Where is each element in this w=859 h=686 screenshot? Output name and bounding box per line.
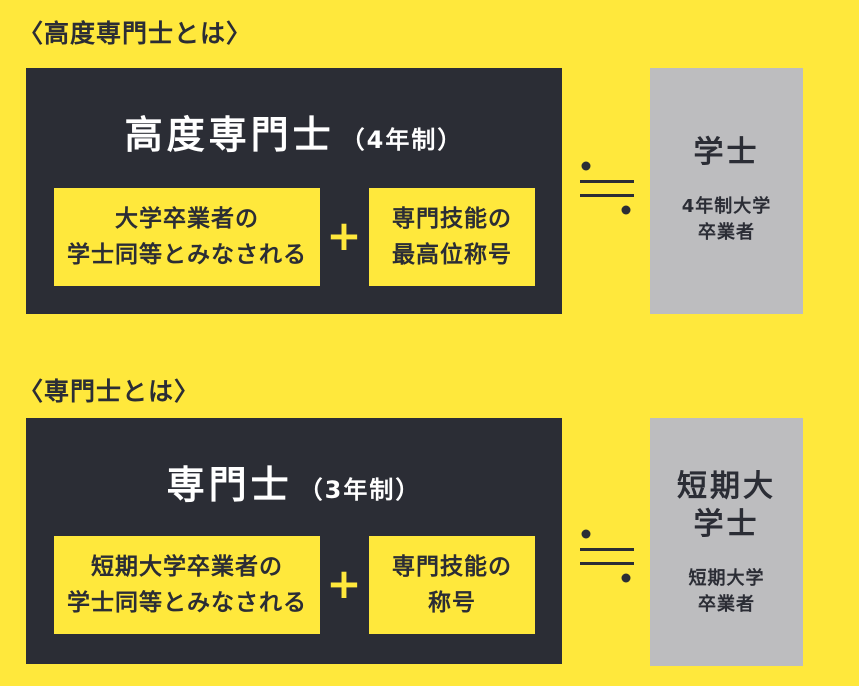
section1-box-left-line2: 学士同等とみなされる: [67, 242, 307, 268]
section1-title: 高度専門士（4年制）: [26, 104, 562, 159]
section1-box-left-line1: 大学卒業者の: [115, 206, 259, 232]
section2-box-right-line1: 専門技能の: [392, 554, 512, 580]
section1-degree-panel: 高度専門士（4年制） 大学卒業者の 学士同等とみなされる + 専門技能の 最高位…: [26, 68, 562, 314]
section2-title: 専門士（3年制）: [26, 454, 562, 509]
section1-box-right-line1: 専門技能の: [392, 206, 512, 232]
section2-equiv-sub-line2: 卒業者: [698, 594, 755, 615]
section1-heading: 〈高度専門士とは〉: [18, 19, 253, 48]
section1-equiv-sub-line2: 卒業者: [698, 222, 755, 243]
section1-equivalent-panel: 学士 4年制大学 卒業者: [650, 68, 803, 314]
section2-equivalent-panel: 短期大 学士 短期大学 卒業者: [650, 418, 803, 666]
section2-equiv-title-line1: 短期大: [677, 469, 776, 504]
section2-heading: 〈専門士とは〉: [18, 377, 201, 406]
section2-equiv-title-line2: 学士: [693, 507, 760, 542]
section1-box-right-line2: 最高位称号: [392, 242, 512, 268]
section2-plus-icon: +: [326, 559, 362, 608]
section2-box-right: 専門技能の 称号: [369, 536, 535, 634]
section1-plus-icon: +: [326, 211, 362, 260]
section2-degree-panel: 専門士（3年制） 短期大学卒業者の 学士同等とみなされる + 専門技能の 称号: [26, 418, 562, 664]
section2-title-sub: （3年制）: [298, 476, 422, 504]
section2-equiv-sub-line1: 短期大学: [688, 568, 765, 589]
section1-box-right: 専門技能の 最高位称号: [369, 188, 535, 286]
section1-title-main: 高度専門士: [124, 113, 335, 157]
section2-box-left: 短期大学卒業者の 学士同等とみなされる: [54, 536, 320, 634]
section1-equiv-sub-line1: 4年制大学: [681, 196, 772, 217]
section1-title-sub: （4年制）: [340, 126, 464, 154]
section1-equiv-title: 学士: [693, 135, 760, 170]
section2-box-left-line2: 学士同等とみなされる: [67, 590, 307, 616]
section2-approx-equal-icon: [580, 529, 634, 583]
section2-box-left-line1: 短期大学卒業者の: [91, 554, 283, 580]
section2-title-main: 専門士: [166, 463, 293, 507]
section1-approx-equal-icon: [580, 161, 634, 215]
section2-box-right-line2: 称号: [428, 590, 476, 616]
section1-box-left: 大学卒業者の 学士同等とみなされる: [54, 188, 320, 286]
